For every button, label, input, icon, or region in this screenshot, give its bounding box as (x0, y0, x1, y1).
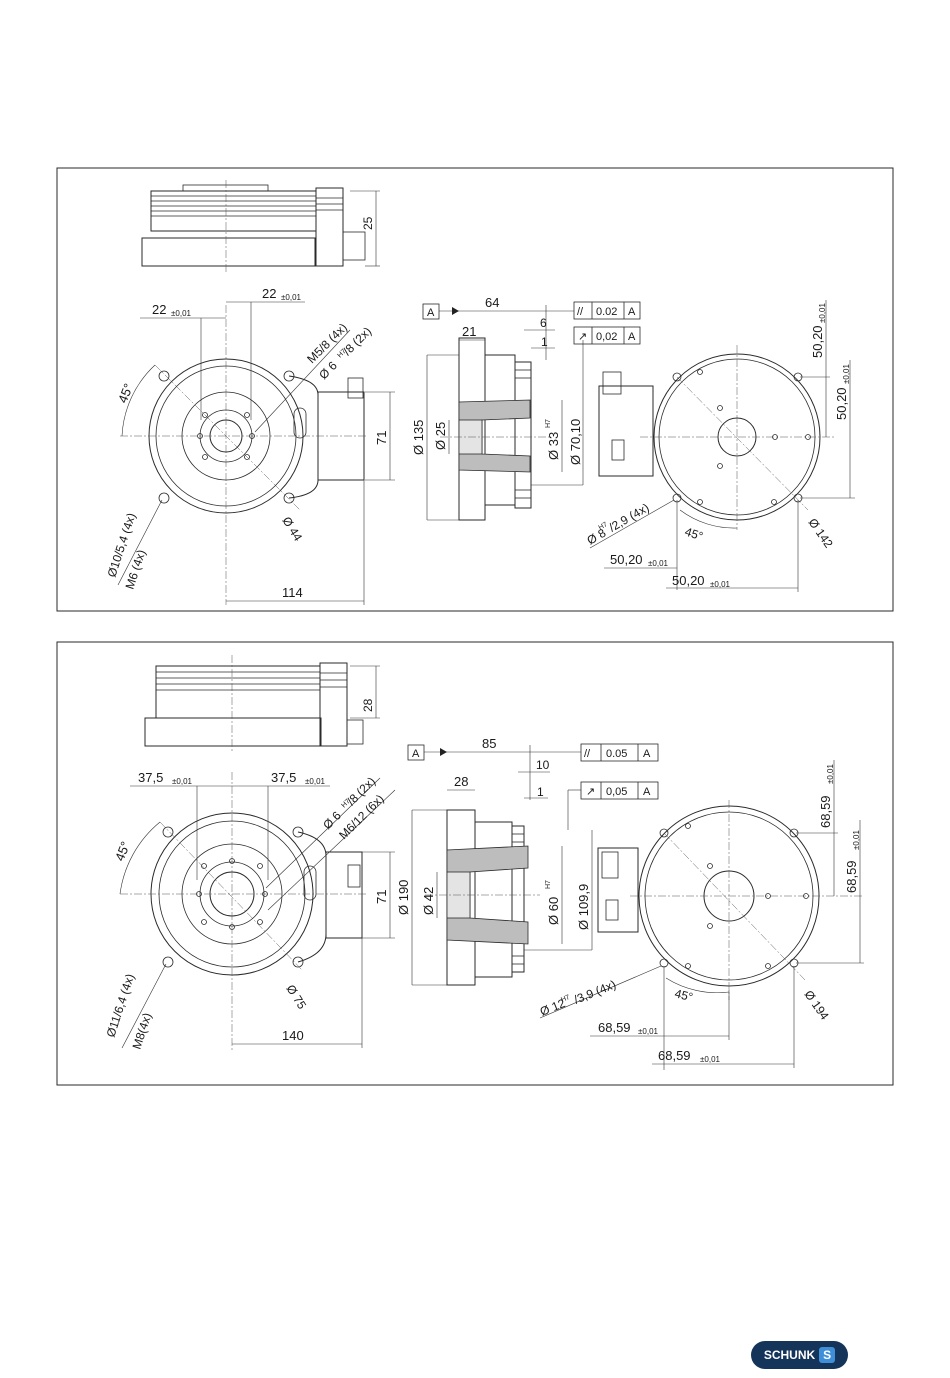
p1-step-1: 1 (541, 335, 548, 349)
p2-dia-60-fit: H7 (545, 880, 552, 889)
p2-height: 71 (374, 890, 389, 904)
svg-text:±0,01: ±0,01 (700, 1055, 721, 1064)
p2-dia-60: Ø 60 (546, 897, 561, 925)
p2-pitch-right: 37,5 (271, 770, 296, 785)
p1-height: 71 (374, 431, 389, 445)
p1-front-view: 22 ±0,01 22 ±0,01 45° M5/8 (4x) Ø 6 H7 /… (105, 286, 395, 605)
p1-dia-25: Ø 25 (433, 422, 448, 450)
p1-rear-angle: 45° (683, 525, 705, 544)
p2-parallel-val: 0.05 (606, 748, 627, 760)
p2-thread-thru: M8(4x) (130, 1011, 155, 1051)
panel-2: 28 (56, 641, 894, 1086)
p1-side-height: 25 (361, 216, 375, 230)
p2-rear-pitch-v1: 68,59 (818, 795, 833, 828)
p1-thread-main: M5/8 (4x) (304, 320, 350, 366)
p1-dia-7010: Ø 70,10 (568, 419, 583, 465)
p2-dia-1099: Ø 109,9 (576, 884, 591, 930)
p2-step-1: 1 (537, 785, 544, 799)
p2-gdt-parallel (580, 743, 659, 762)
svg-text:±0,01: ±0,01 (852, 829, 861, 850)
svg-text:A: A (643, 748, 651, 760)
p1-dia-33: Ø 33 (546, 432, 561, 460)
p1-pitch-left-tol: ±0,01 (171, 309, 192, 318)
p1-pin-main-fit: H7 (336, 348, 347, 359)
p1-gdt-parallel (573, 301, 641, 320)
p1-parallel-val: 0.02 (596, 306, 617, 318)
svg-text:±0,01: ±0,01 (638, 1027, 659, 1036)
p1-width: 114 (282, 585, 303, 600)
p2-gdt-runout (580, 781, 659, 800)
p1-bolt-circle: Ø 44 (279, 514, 305, 544)
schunk-logo: SCHUNK S (751, 1341, 848, 1369)
p1-pitch-right: 22 (262, 286, 276, 301)
p2-section-view: A 85 28 10 1 // (396, 736, 659, 986)
p2-dia-42: Ø 42 (421, 887, 436, 915)
p2-rear-pin-rest: /3,9 (4x) (572, 977, 618, 1006)
svg-text:±0,01: ±0,01 (818, 302, 827, 323)
p2-front-view: 37,5 ±0,01 37,5 ±0,01 45° Ø 6 H7 /8 (2x)… (104, 770, 396, 1051)
p1-rear-pitch-h1: 50,20 (610, 552, 643, 567)
p2-runout-val: 0,05 (606, 786, 627, 798)
p2-dia-190: Ø 190 (396, 880, 411, 915)
p1-step-6: 6 (540, 316, 547, 330)
panel-1: 25 (56, 167, 894, 612)
p1-rear-pitch-v2: 50,20 (834, 387, 849, 420)
p2-rear-pitch-v2: 68,59 (844, 860, 859, 893)
svg-text:±0,01: ±0,01 (710, 580, 731, 589)
svg-text:A: A (643, 786, 651, 798)
svg-text:A: A (628, 331, 636, 343)
logo-text: SCHUNK (763, 1348, 816, 1362)
p1-pin-main: Ø 6 (316, 358, 340, 382)
p1-dia-33-fit: H7 (545, 419, 552, 428)
p2-rear-pitch-h2: 68,59 (658, 1048, 691, 1063)
svg-text:±0,01: ±0,01 (648, 559, 669, 568)
p2-rear-dia: Ø 194 (802, 988, 832, 1023)
p2-bolt-circle: Ø 75 (283, 982, 309, 1012)
svg-text:±0,01: ±0,01 (172, 777, 193, 786)
p2-rear-pin-fit: H7 (560, 994, 571, 1004)
p2-width: 140 (282, 1028, 304, 1043)
p2-step-10: 10 (536, 758, 550, 772)
p1-pitch-left: 22 (152, 302, 166, 317)
p1-rear-pitch-v1: 50,20 (810, 325, 825, 358)
panel-1-frame (56, 167, 894, 612)
p1-section-view: A 64 21 6 1 // (411, 295, 641, 521)
p1-side-view: 25 (141, 180, 380, 272)
p1-datum: A (427, 307, 435, 319)
p2-rear-pitch-h1: 68,59 (598, 1020, 631, 1035)
p1-pitch-right-tol: ±0,01 (281, 293, 302, 302)
p1-rear-pin-rest: /2,9 (4x) (607, 500, 652, 534)
p1-flange-thk: 21 (462, 324, 476, 339)
p2-side-view: 28 (144, 655, 380, 752)
p2-pitch-left: 37,5 (138, 770, 163, 785)
svg-text://: // (584, 748, 591, 760)
p1-rear-dia: Ø 142 (806, 516, 836, 551)
svg-text:±0,01: ±0,01 (305, 777, 326, 786)
svg-text:↗: ↗ (578, 331, 587, 343)
p2-datum: A (412, 748, 420, 760)
svg-text:±0,01: ±0,01 (826, 763, 835, 784)
p2-section-length: 85 (482, 736, 496, 751)
p1-dia-135: Ø 135 (411, 420, 426, 455)
p2-side-height: 28 (361, 698, 375, 712)
logo-mark-icon: S (819, 1347, 836, 1363)
panel-2-frame (56, 641, 894, 1086)
p2-angle: 45° (112, 839, 133, 863)
p1-thread-thru: M6 (4x) (123, 548, 149, 591)
p1-rear-pin-fit: H7 (598, 521, 609, 532)
p1-section-length: 64 (485, 295, 499, 310)
p2-flange-thk: 28 (454, 774, 468, 789)
svg-text:↗: ↗ (586, 786, 595, 798)
p1-gdt-runout (573, 326, 641, 345)
svg-text://: // (577, 306, 584, 318)
p1-angle: 45° (115, 381, 136, 405)
p1-runout-val: 0,02 (596, 331, 617, 343)
p2-pin-main-fit: H7 (340, 798, 351, 809)
svg-text:A: A (628, 306, 636, 318)
p1-rear-pitch-h2: 50,20 (672, 573, 705, 588)
p2-rear-angle: 45° (673, 986, 694, 1004)
svg-text:±0,01: ±0,01 (842, 363, 851, 384)
